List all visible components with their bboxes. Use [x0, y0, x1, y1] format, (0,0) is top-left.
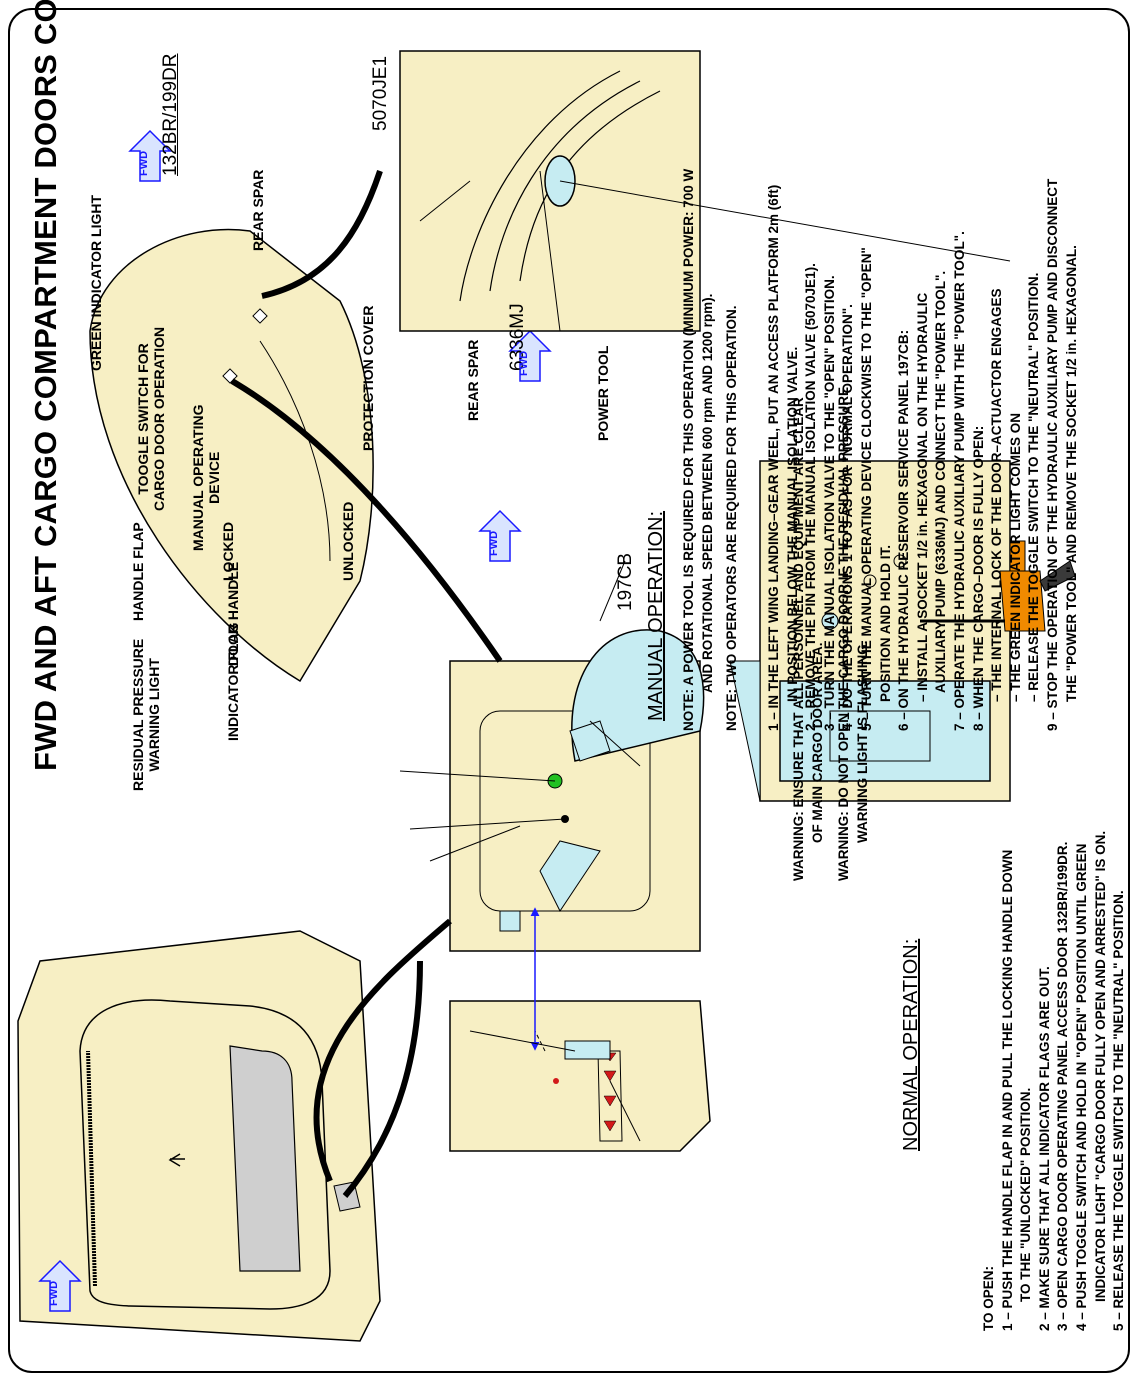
manual-step-8-sub3: – RELEASE THE TOGGLE SWITCH TO THE "NEUT… [1026, 272, 1042, 702]
leader-lines [399, 170, 1011, 1142]
fwd-label-4: FWD [518, 350, 530, 376]
label-power-tool: POWER TOOL [595, 345, 611, 441]
label-indicator-flag: INDICATOR FLAG [225, 622, 241, 741]
label-toggle-switch: TOOGLE SWITCH FOR CARGO DOOR OPERATION [135, 327, 167, 511]
normal-step-4-cont: INDICATOR LIGHT "CARGO DOOR FULLY OPEN A… [1092, 830, 1108, 1302]
manual-note1-line2: AND ROTATIONAL SPEED BETWEEN 600 rpm AND… [699, 293, 715, 693]
manual-note2-line1: TWO OPERATORS ARE REQUIRED FOR THIS OPER… [724, 305, 740, 686]
fwd-label-2: FWD [488, 530, 500, 556]
wing-drawing [89, 228, 374, 683]
fwd-arrow-2 [478, 509, 522, 562]
warning-2-prefix: WARNING: [836, 811, 852, 881]
manual-step-7: 7 – OPERATE THE HYDRAULIC AUXILIARY PUMP… [951, 231, 967, 731]
label-residual-line1: RESIDUAL PRESSURE [130, 638, 146, 791]
manual-step-3: 3 – TURN THE MANUAL ISOLATION VALVE TO T… [821, 275, 837, 731]
manual-step-4: 4 – DO THE OPERATIONS 1 TO 3 AS FOR "NOR… [840, 304, 856, 731]
label-toggle-switch-line2: CARGO DOOR OPERATION [151, 326, 167, 511]
label-protection-cover: PROTECTION COVER [360, 305, 376, 451]
hydraulic-service-panel [729, 460, 1011, 802]
manual-step-9-cont: THE "POWER TOOL" AND REMOVE THE SOCKET 1… [1063, 245, 1079, 702]
normal-step-5: 5 – RELEASE THE TOGGLE SWITCH TO THE "NE… [1111, 890, 1127, 1331]
fwd-arrow-3 [128, 129, 172, 182]
fwd-arrow-1 [38, 1259, 82, 1312]
manual-step-8-sub2: – THE GREEN INDICATOR LIGHT COMES ON [1007, 412, 1023, 702]
label-manual-device-line1: MANUAL OPERATING [190, 404, 206, 551]
power-tool-drawing [920, 540, 1076, 632]
manual-step-8-sub1: – THE INTERNAL LOCK OF THE DOOR–ACTUACTO… [989, 288, 1005, 702]
manual-note2-prefix: NOTE: [724, 689, 740, 731]
manual-step-5-cont: POSITION AND HOLD IT. [877, 544, 893, 702]
manual-step-1: 1 – IN THE LEFT WING LANDING–GEAR WEEL, … [766, 184, 781, 731]
page-border [8, 8, 1130, 1373]
manual-step-6: 6 – ON THE HYDRAULIC RESERVOIR SERVICE P… [896, 329, 912, 731]
label-rear-spar-top: REAR SPAR [250, 169, 266, 251]
label-unlocked: UNLOCKED [340, 501, 356, 581]
label-residual-line2: WARNING LIGHT [146, 658, 162, 772]
manual-step-8: 8 – WHEN THE CARGO–DOOR IS FULLY OPEN: [970, 425, 986, 731]
manual-step-5: 5 – TURN THE MANUAL OPERATING DEVICE CLO… [858, 247, 874, 731]
fwd-label-3: FWD [138, 150, 150, 176]
pointer-arrows [230, 170, 503, 1198]
fwd-arrow-4 [508, 329, 552, 382]
control-panel [449, 629, 705, 952]
manual-note1-prefix: NOTE: [681, 689, 696, 731]
label-handle-flap: HANDLE FLAP [130, 522, 146, 621]
label-manual-device: MANUAL OPERATING DEVICE [190, 405, 222, 551]
manual-step-6-sub1: – INSTALL A SOCKET 1/2 in. HEXAGONAL ON … [914, 292, 930, 702]
page-title: FWD AND AFT CARGO COMPARTMENT DOORS CONT… [28, 0, 63, 771]
heading-normal-operation: NORMAL OPERATION: [900, 938, 922, 1151]
heading-manual-operation: MANUAL OPERATION: [645, 510, 667, 721]
fwd-label-1: FWD [48, 1280, 60, 1306]
door-handle-panel [449, 1000, 711, 1152]
manual-operation-steps: 1 – IN THE LEFT WING LANDING–GEAR WEEL, … [765, 11, 1081, 731]
ref-132br-199dr: 132BR/199DR [160, 53, 181, 176]
isolation-valve-detail [399, 50, 701, 332]
manual-step-9: 9 – STOP THE OPERATION OF THE HYDRAULIC … [1044, 178, 1060, 731]
manual-step-2: 2 – REMOVE THE PIN FROM THE MANUAL ISOLA… [803, 263, 819, 731]
label-toggle-switch-line1: TOOGLE SWITCH FOR [135, 343, 151, 495]
label-green-light: GREEN INDICATOR LIGHT [88, 194, 104, 371]
label-residual-pressure: RESIDUAL PRESSURE WARNING LIGHT [130, 639, 162, 791]
manual-note1-line1: A POWER TOOL IS REQUIRED FOR THIS OPERAT… [681, 168, 696, 686]
ref-197cb: 197CB [615, 552, 636, 611]
manual-operation-notes: NOTE: A POWER TOOL IS REQUIRED FOR THIS … [680, 11, 742, 731]
warning-1-prefix: WARNING: [791, 811, 806, 881]
ref-5070je1: 5070JE1 [370, 55, 391, 131]
label-rear-spar-bottom: REAR SPAR [465, 339, 481, 421]
manual-step-6-sub1-cont: AUXILIARY PUMP (6336MJ) AND CONNECT THE … [933, 270, 949, 693]
manual-step-1-cont: IN POSITION BELOW THE MANUAL ISOLATION V… [784, 346, 800, 702]
